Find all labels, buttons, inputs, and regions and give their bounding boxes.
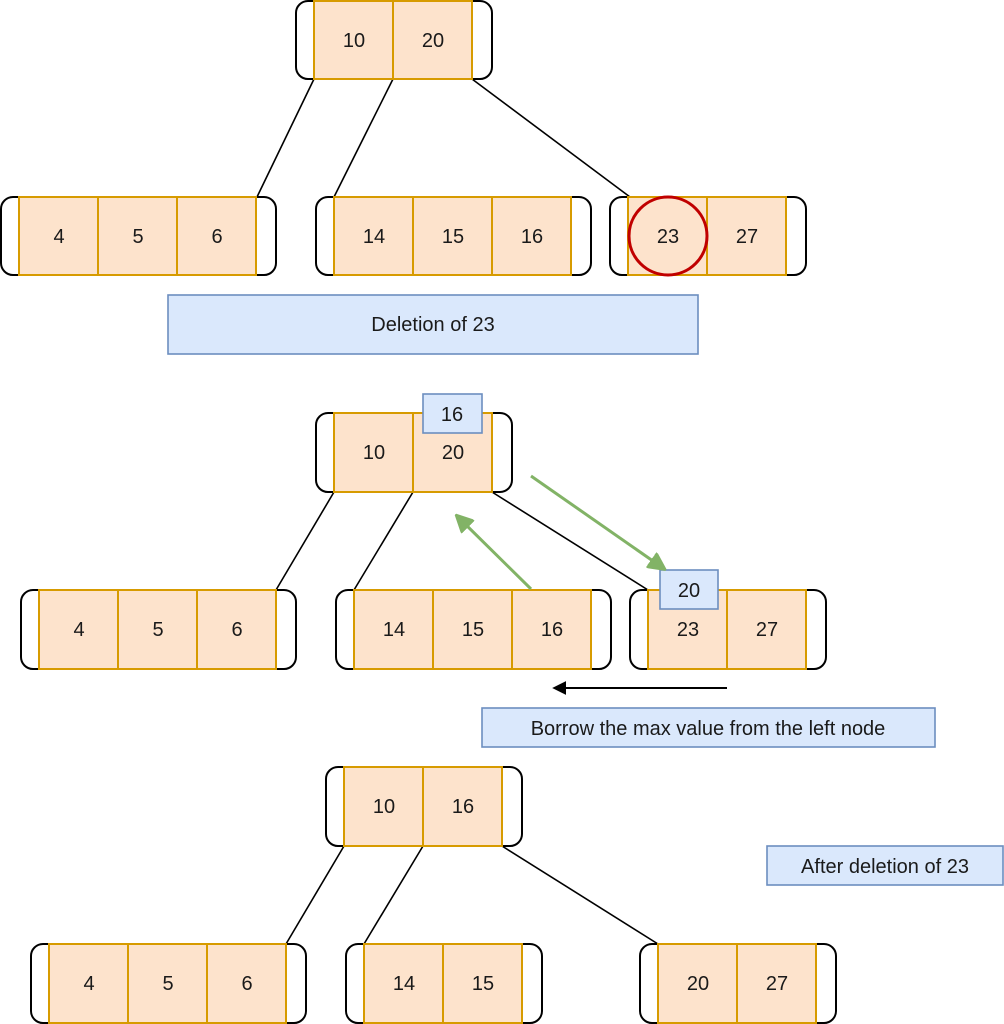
root-node: 10 20 (295, 0, 493, 80)
deleted-key-highlight (627, 195, 709, 277)
demoted-key-box (659, 569, 719, 610)
key-cell (343, 766, 424, 847)
edge-root-left (256, 78, 315, 198)
key-cell (706, 196, 787, 276)
leaf-node-left: 4 5 6 (30, 943, 307, 1024)
key-cell (48, 943, 129, 1024)
key-value: 15 (442, 226, 464, 248)
caption-text: Deletion of 23 (371, 314, 494, 336)
key-value: 10 (373, 796, 395, 818)
caption-box (167, 294, 699, 355)
demoted-key-value: 20 (678, 580, 700, 602)
key-value: 5 (162, 973, 173, 995)
key-value: 16 (452, 796, 474, 818)
leaf-node-right: 20 27 (639, 943, 837, 1024)
key-cell (491, 196, 572, 276)
promoted-key-value: 16 (441, 404, 463, 426)
diagram-2: 10 20 16 4 5 6 14 15 16 (20, 393, 936, 748)
diagram-1: 10 20 4 5 6 14 15 16 23 (0, 0, 807, 355)
key-value: 6 (211, 226, 222, 248)
key-cell (97, 196, 178, 276)
key-value: 5 (152, 619, 163, 641)
key-cell (127, 943, 208, 1024)
key-cell (511, 589, 592, 670)
arrow-up-to-parent (458, 517, 533, 591)
key-value: 4 (53, 226, 64, 248)
key-value: 5 (132, 226, 143, 248)
leaf-node-left: 4 5 6 (0, 196, 277, 276)
edge-root-right (471, 78, 631, 198)
key-value: 4 (73, 619, 84, 641)
key-value: 15 (472, 973, 494, 995)
key-cell (392, 0, 473, 80)
caption-deletion: Deletion of 23 (167, 294, 699, 355)
key-cell (657, 943, 738, 1024)
edge-root-right (491, 491, 649, 591)
key-cell (353, 589, 434, 670)
caption-after-deletion: After deletion of 23 (766, 845, 1004, 886)
key-value: 6 (241, 973, 252, 995)
key-value: 15 (462, 619, 484, 641)
key-value: 14 (393, 973, 415, 995)
key-value: 23 (677, 619, 699, 641)
key-value: 4 (83, 973, 94, 995)
caption-text: After deletion of 23 (801, 856, 969, 878)
key-cell (422, 766, 503, 847)
key-cell (117, 589, 198, 670)
key-value: 14 (363, 226, 385, 248)
edge-root-right (501, 845, 659, 945)
leaf-node-right: 23 27 (609, 195, 807, 277)
caption-box (766, 845, 1004, 886)
key-value: 16 (541, 619, 563, 641)
key-cell (432, 589, 513, 670)
edge-root-left (285, 845, 345, 945)
promoted-key-box (422, 393, 483, 434)
leaf-node-middle: 14 15 16 (335, 589, 612, 670)
caption-text: Borrow the max value from the left node (531, 718, 886, 740)
key-cell (196, 589, 277, 670)
key-value: 20 (422, 30, 444, 52)
key-cell (38, 589, 119, 670)
arrow-down-to-sibling (530, 474, 663, 568)
key-value: 14 (383, 619, 405, 641)
key-value: 16 (521, 226, 543, 248)
key-cell (206, 943, 287, 1024)
edge-root-middle (363, 845, 424, 945)
key-value: 23 (657, 226, 679, 248)
key-value: 20 (687, 973, 709, 995)
promoted-key-tag: 16 (422, 393, 483, 434)
key-value: 20 (442, 442, 464, 464)
leaf-node-middle: 14 15 (345, 943, 543, 1024)
key-value: 10 (363, 442, 385, 464)
edge-root-middle (353, 491, 414, 591)
key-value: 27 (756, 619, 778, 641)
key-cell (333, 412, 414, 493)
key-value: 6 (231, 619, 242, 641)
key-cell (726, 589, 807, 670)
key-value: 27 (736, 226, 758, 248)
caption-borrow: Borrow the max value from the left node (481, 707, 936, 748)
key-cell (736, 943, 817, 1024)
key-cell (176, 196, 257, 276)
key-cell (333, 196, 414, 276)
key-value: 10 (343, 30, 365, 52)
leaf-node-middle: 14 15 16 (315, 196, 592, 276)
root-node: 10 16 (325, 766, 523, 847)
caption-box (481, 707, 936, 748)
key-cell (442, 943, 523, 1024)
diagram-3: 10 16 After deletion of 23 4 5 6 14 15 (30, 766, 1004, 1024)
edge-root-middle (333, 78, 394, 198)
demoted-key-tag: 20 (659, 569, 719, 610)
edge-root-left (275, 491, 335, 591)
key-cell (313, 0, 394, 80)
leaf-node-left: 4 5 6 (20, 589, 297, 670)
key-value: 27 (766, 973, 788, 995)
key-cell (412, 196, 493, 276)
